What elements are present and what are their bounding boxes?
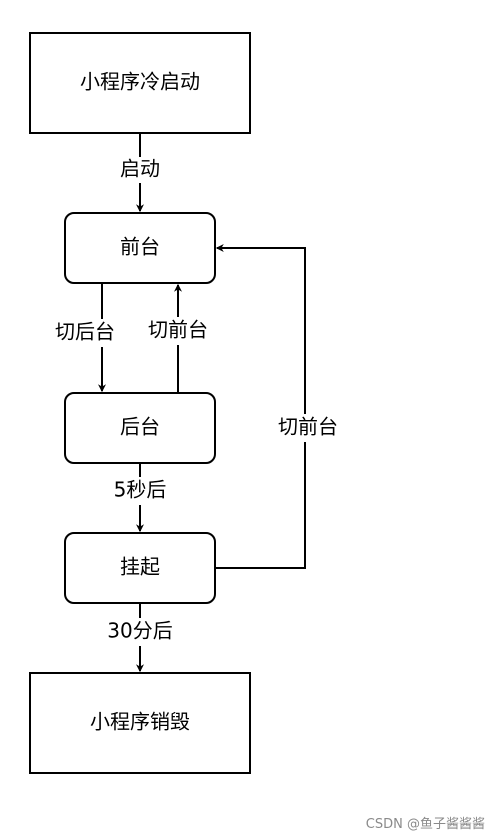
edge-to-background: 切后台 <box>50 283 120 393</box>
edge-to-foreground-from-suspended: 切前台 <box>215 244 346 569</box>
node-background-label: 后台 <box>120 415 160 439</box>
node-foreground: 前台 <box>64 212 216 284</box>
node-suspended: 挂起 <box>64 532 216 604</box>
node-foreground-label: 前台 <box>120 235 160 259</box>
edge-after-5s-label: 5秒后 <box>114 478 167 502</box>
node-cold-start: 小程序冷启动 <box>29 32 251 134</box>
node-cold-start-label: 小程序冷启动 <box>80 70 200 94</box>
edge-to-background-label: 切后台 <box>55 320 115 344</box>
node-destroyed-label: 小程序销毁 <box>90 710 190 734</box>
edge-to-foreground-from-suspended-label: 切前台 <box>278 415 338 439</box>
edge-start-label: 启动 <box>120 157 160 181</box>
edge-after-5s: 5秒后 <box>106 463 174 533</box>
node-suspended-label: 挂起 <box>120 555 160 579</box>
watermark: CSDN @鱼子酱酱酱 <box>366 816 485 832</box>
edge-to-foreground-from-background-label: 切前台 <box>148 318 208 342</box>
edge-after-30min-label: 30分后 <box>107 619 172 643</box>
node-destroyed: 小程序销毁 <box>29 672 251 774</box>
edge-after-30min: 30分后 <box>100 603 180 673</box>
node-background: 后台 <box>64 392 216 464</box>
edge-start: 启动 <box>112 133 168 213</box>
edge-to-foreground-from-background: 切前台 <box>142 283 214 393</box>
